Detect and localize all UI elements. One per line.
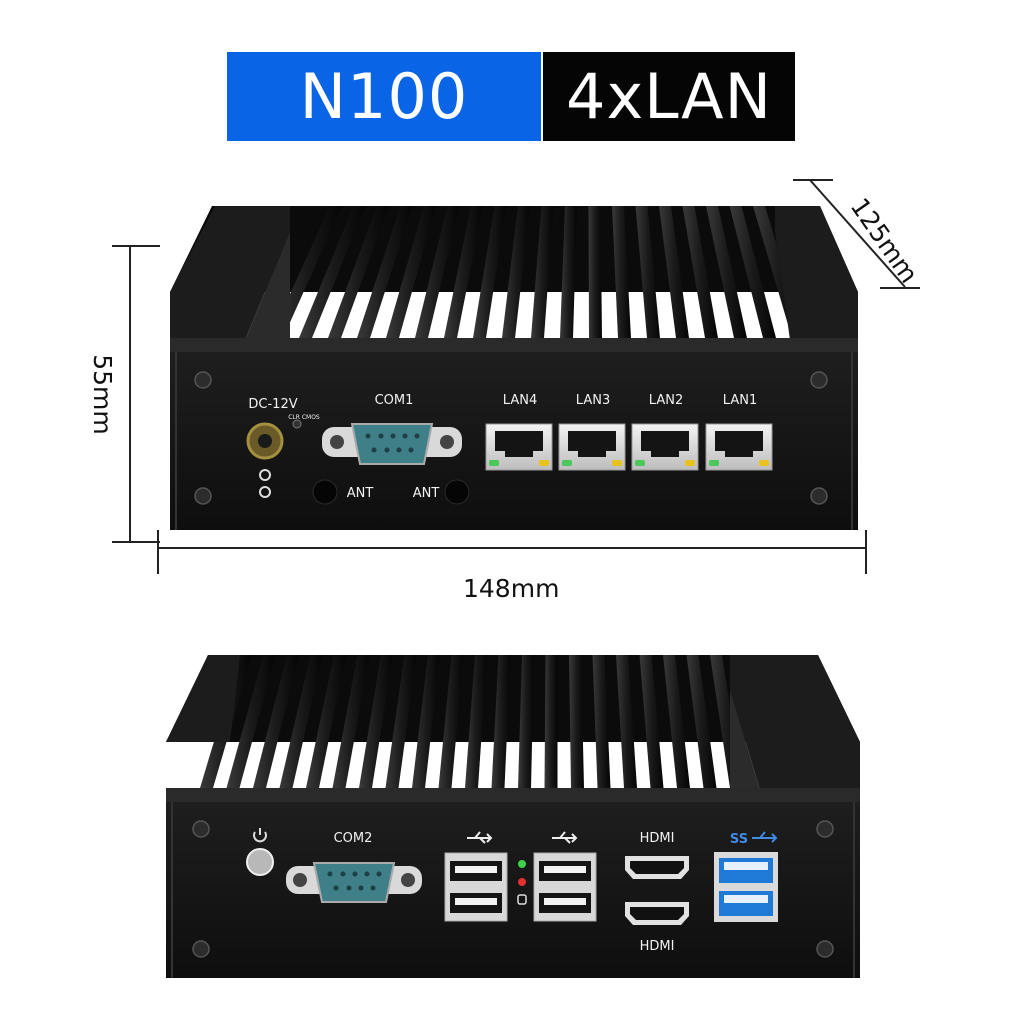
lan-port-1[interactable]: [705, 423, 773, 471]
com2-port[interactable]: [286, 862, 422, 903]
status-leds: [517, 860, 527, 905]
lan1-label: LAN1: [723, 393, 757, 408]
model-label: N100: [299, 60, 469, 133]
com1-label: COM1: [375, 393, 414, 408]
heatsink-fin: [531, 206, 554, 338]
lan-port-4[interactable]: [485, 423, 553, 471]
com1-port[interactable]: [322, 423, 462, 465]
power-icon: [253, 828, 267, 843]
left-block: [170, 206, 290, 340]
heatsink-fin: [279, 655, 323, 788]
heatsink-fin: [663, 655, 690, 788]
heatsink-fin: [357, 206, 413, 338]
heatsink-fin: [706, 206, 747, 338]
heatsink-fin: [659, 206, 689, 338]
power-button[interactable]: [246, 848, 274, 876]
heatsink-fin: [299, 206, 366, 338]
heatsink-fin: [491, 655, 511, 788]
heatsink-fin: [682, 206, 718, 338]
antenna-hole-left: [312, 479, 338, 505]
dc-jack: [246, 422, 284, 460]
usb3-icon: [752, 831, 778, 843]
hdmi-port-top[interactable]: [625, 856, 689, 879]
panel-screws: [194, 371, 828, 505]
usb2-stack-2[interactable]: [533, 852, 597, 922]
usb3-stack[interactable]: [714, 852, 778, 922]
lan-count-label: 4xLAN: [566, 60, 772, 133]
clr-cmos-button[interactable]: [292, 419, 302, 429]
ground-icon: [259, 469, 271, 481]
heatsink-fin: [412, 655, 440, 788]
ant-label-right: ANT: [413, 486, 440, 501]
heatsink-fin: [569, 655, 584, 788]
heatsink-fin: [444, 206, 483, 338]
heatsink-fin: [328, 206, 389, 338]
width-label: 148mm: [463, 574, 560, 603]
heatsink-fin: [729, 206, 776, 338]
usb-icon-right: [552, 831, 578, 844]
antenna-hole-right: [444, 479, 470, 505]
power-led: [518, 860, 526, 868]
heatsink-fin: [560, 206, 577, 338]
rear-screws: [192, 820, 834, 958]
power-led-icon: [259, 486, 271, 498]
hdd-led: [518, 878, 526, 886]
heatsink-fin: [385, 655, 417, 788]
heatsink-fin: [502, 206, 530, 338]
lan-port-3[interactable]: [558, 423, 626, 471]
usb2-stack-1[interactable]: [444, 852, 508, 922]
hdmi-label-bottom: HDMI: [640, 939, 675, 954]
heatsink-fin: [415, 206, 460, 338]
hdmi-port-bottom[interactable]: [625, 902, 689, 925]
com2-label: COM2: [334, 831, 373, 846]
heatsink-fin: [639, 655, 664, 788]
heatsink-fin: [686, 655, 717, 788]
heatsink-fin: [612, 206, 631, 338]
heatsink-fin: [226, 655, 276, 788]
dc-label: DC-12V: [248, 397, 297, 412]
right-block: [775, 206, 858, 340]
lan3-label: LAN3: [576, 393, 610, 408]
ant-label-left: ANT: [347, 486, 374, 501]
heatsink-fin: [438, 655, 464, 788]
clr-cmos-label: CLR CMOS: [288, 414, 320, 421]
heatsink-fin: [544, 655, 558, 788]
lan2-label: LAN2: [649, 393, 683, 408]
heatsink-fin: [465, 655, 487, 788]
heatsink-fin: [306, 655, 346, 788]
depth-dim-line: [809, 179, 906, 288]
hdd-icon: [517, 894, 527, 905]
usb3-ss-label: SS: [730, 832, 748, 847]
lan4-label: LAN4: [503, 393, 537, 408]
lan-banner: 4xLAN: [543, 52, 795, 141]
rear-right-block: [730, 655, 860, 790]
usb-icon-left: [467, 831, 493, 844]
heatsink-fin: [332, 655, 370, 788]
model-banner: N100: [227, 52, 541, 141]
heatsink-fin: [359, 655, 393, 788]
heatsink-fin: [592, 655, 611, 788]
heatsink-fin: [635, 206, 660, 338]
hdmi-label-top: HDMI: [640, 831, 675, 846]
heatsink-fin: [386, 206, 436, 338]
heatsink-fin: [253, 655, 299, 788]
heatsink-fin: [518, 655, 534, 788]
lan-port-2[interactable]: [631, 423, 699, 471]
heatsink-fin: [473, 206, 507, 338]
heatsink-fin: [616, 655, 637, 788]
heatsink-fin: [588, 206, 602, 338]
